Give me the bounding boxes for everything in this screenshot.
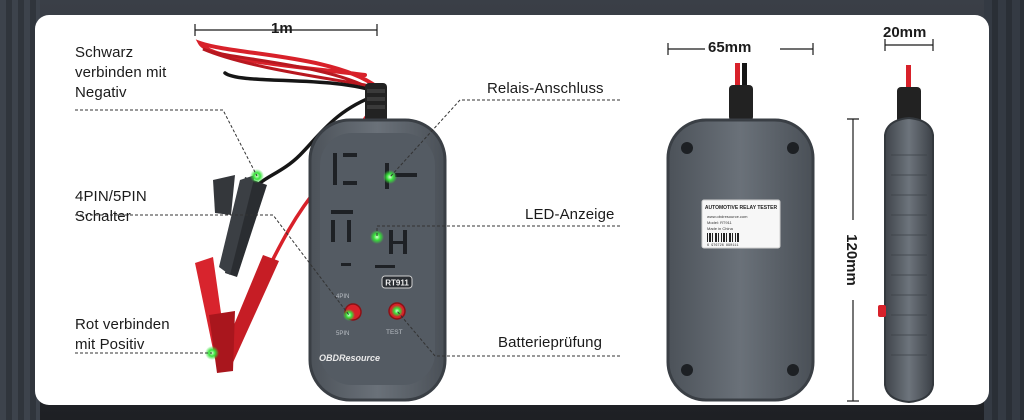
- test-cables: [195, 39, 385, 277]
- barcode: [707, 233, 739, 242]
- background-shelves-right: [984, 0, 1024, 420]
- label-battery-check: Batterieprüfung: [498, 334, 603, 351]
- marker-relay-port-led: [383, 170, 397, 184]
- sticker-line-2: Model: RT911: [707, 220, 733, 225]
- label-led-indicator: LED-Anzeige: [525, 206, 615, 223]
- marker-pin-switch-led: [343, 309, 355, 321]
- barcode-digits: 6 976726 890111: [707, 244, 739, 248]
- label-red-line-2: mit Positiv: [75, 336, 145, 353]
- black-alligator-clip: [213, 175, 267, 277]
- product-illustration: RT911 4PIN 5PIN TEST OBDResource: [75, 24, 934, 404]
- sticker-line-1: www.obdresource.com: [707, 214, 748, 219]
- cable-strain-relief: [365, 83, 387, 123]
- marker-test-led: [391, 305, 403, 317]
- callout-leader-lines: [75, 99, 620, 357]
- label-pin-switch: 4PIN/5PIN Schalter: [75, 187, 147, 227]
- sticker-title: AUTOMOTIVE RELAY TESTER: [705, 205, 778, 211]
- width-dimension-label: 65mm: [708, 39, 752, 56]
- model-name: RT911: [385, 279, 409, 288]
- relay-tester-back: AUTOMOTIVE RELAY TESTER www.obdresource.…: [666, 63, 815, 402]
- marker-led-indicator: [370, 230, 384, 244]
- height-dimension-label: 120mm: [843, 234, 860, 286]
- test-label: TEST: [386, 329, 403, 336]
- cable-length-label: 1m: [271, 20, 293, 37]
- label-black-line-2: verbinden mit: [75, 64, 167, 81]
- label-pin-line-1: 4PIN/5PIN: [75, 188, 147, 205]
- back-cable-stubs: [729, 63, 753, 121]
- width-dimension-line: [667, 43, 814, 55]
- cable-length-dimension-line: [194, 24, 378, 36]
- label-black-line-3: Negativ: [75, 84, 127, 101]
- brand-logo: OBDResource: [319, 353, 380, 363]
- product-card: RT911 4PIN 5PIN TEST OBDResource: [35, 15, 989, 405]
- pin5-label: 5PIN: [336, 331, 349, 337]
- height-dimension-line: [847, 118, 859, 402]
- background-shelves-left: [0, 0, 40, 420]
- depth-dimension-label: 20mm: [883, 24, 927, 41]
- depth-dimension-line: [884, 39, 934, 51]
- relay-tester-front: RT911 4PIN 5PIN TEST OBDResource: [308, 118, 447, 402]
- label-red-to-positive: Rot verbinden mit Positiv: [75, 315, 170, 355]
- relay-tester-side: [878, 65, 934, 404]
- sticker-line-3: Made in China: [707, 226, 734, 231]
- pin4-label: 4PIN: [336, 294, 349, 300]
- label-relay-port: Relais-Anschluss: [487, 80, 604, 97]
- label-black-line-1: Schwarz: [75, 44, 134, 61]
- label-black-to-negative: Schwarz verbinden mit Negativ: [75, 43, 166, 103]
- label-red-line-1: Rot verbinden: [75, 316, 170, 333]
- label-pin-line-2: Schalter: [75, 208, 131, 225]
